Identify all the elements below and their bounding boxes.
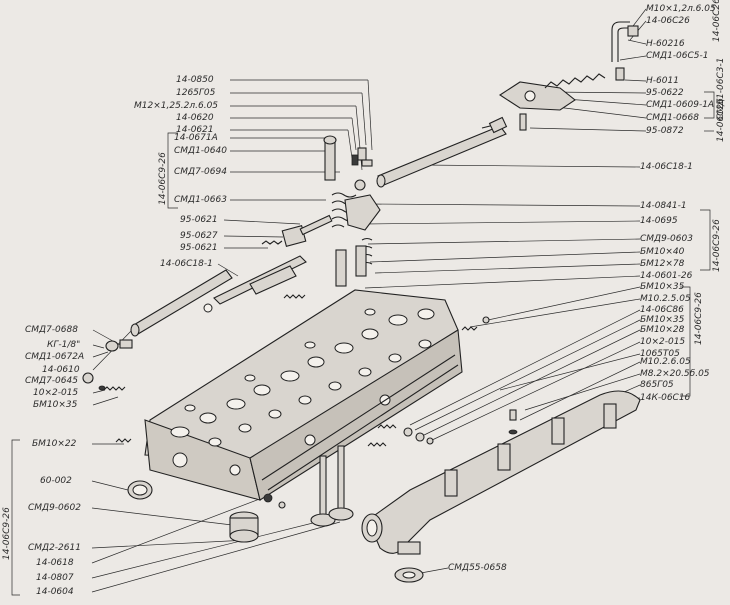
part-label: 95-0621 [180,215,218,225]
part-label: Н-60216 [646,39,685,49]
part-label: 14-0807 [36,573,74,583]
part-label: 14К-06С16 [640,393,691,403]
part-label: СМД1-0668 [646,113,699,123]
part-label: 95-0872 [646,126,684,136]
part-label: 60-002 [40,476,72,486]
part-label: БМ10×35 [640,315,685,325]
group-label: 14-06С26 [716,98,726,142]
valve-components [261,135,381,287]
part-label: 95-0627 [180,231,218,241]
leader-lines [11,8,715,596]
part-label: СМД2-2611 [28,543,81,553]
part-label: БМ10×22 [32,439,77,449]
part-label: 14-06С18-1 [640,162,693,172]
part-label: СМД55-0658 [448,563,507,573]
part-label: СМД1-0640 [174,146,227,156]
part-label: 1065Т05 [640,349,680,359]
part-label: СМД9-0603 [640,234,693,244]
part-label: СМД7-0688 [25,325,78,335]
part-label: СМД7-0645 [25,376,78,386]
part-label: 14-0841-1 [640,201,687,211]
part-label: 14-0850 [176,75,214,85]
right-small-parts [367,316,518,447]
cylinder-head [144,289,463,501]
part-label: М10.2.6.05 [640,357,691,367]
part-label: 1265Г05 [176,88,216,98]
group-label: 14-06С9-26 [158,152,168,205]
part-label: 14-0601-26 [640,271,693,281]
part-label: 14-0620 [176,113,214,123]
part-label: БМ12×78 [640,259,685,269]
part-label: 95-0622 [646,88,684,98]
part-label: 14-0610 [42,365,80,375]
part-label: М8.2×20.5б.05 [640,369,710,379]
group-label: 14-06С9-26 [2,507,12,560]
part-label: БМ10×28 [640,325,685,335]
part-label: М10.2.5.05 [640,294,691,304]
part-label: СМД1-0663 [174,195,227,205]
part-label: Н-6011 [646,76,679,86]
part-label: СМД9-0602 [28,503,81,513]
part-label: СМД1-06С5-1 [646,51,709,61]
group-label: 14-06С26 [712,0,722,42]
part-label: БМ10×35 [640,282,685,292]
group-label: 14-06С9-26 [694,292,704,345]
part-label: БМ10×35 [33,400,78,410]
part-label: КГ-1/8" [47,340,81,350]
part-label: 14-0671А [174,133,218,143]
part-label: СМД7-0694 [174,167,227,177]
part-label: 14-0621 [176,125,214,135]
part-label: СМД1-0609-1А [646,100,715,110]
part-label: М12×1,25.2л.6.05 [134,101,219,111]
part-label: 14-0695 [640,216,678,226]
rocker-arm-top [488,21,639,134]
part-label: 14-06С86 [640,305,684,315]
valves-bottom [229,445,354,543]
rocker-shaft-upper [376,123,507,188]
part-label: 95-0621 [180,243,218,253]
part-label: 14-06С26 [646,16,690,26]
left-small-parts [82,339,153,500]
part-label: 865Г05 [640,380,674,390]
part-label: БМ10×40 [640,247,685,257]
group-label: 14-06С9-26 [712,219,722,272]
part-label: 14-0618 [36,558,74,568]
part-label: 14-06С18-1 [160,259,213,269]
part-label: 14-0604 [36,587,74,597]
manifold [361,390,641,583]
part-label: 10×2-015 [33,388,79,398]
part-label: 10×2-015 [640,337,686,347]
rocker-shaft-lower [130,255,307,337]
part-label: СМД1-0672А [25,352,85,362]
part-label: М10×1,2л.6.05 [646,4,716,14]
